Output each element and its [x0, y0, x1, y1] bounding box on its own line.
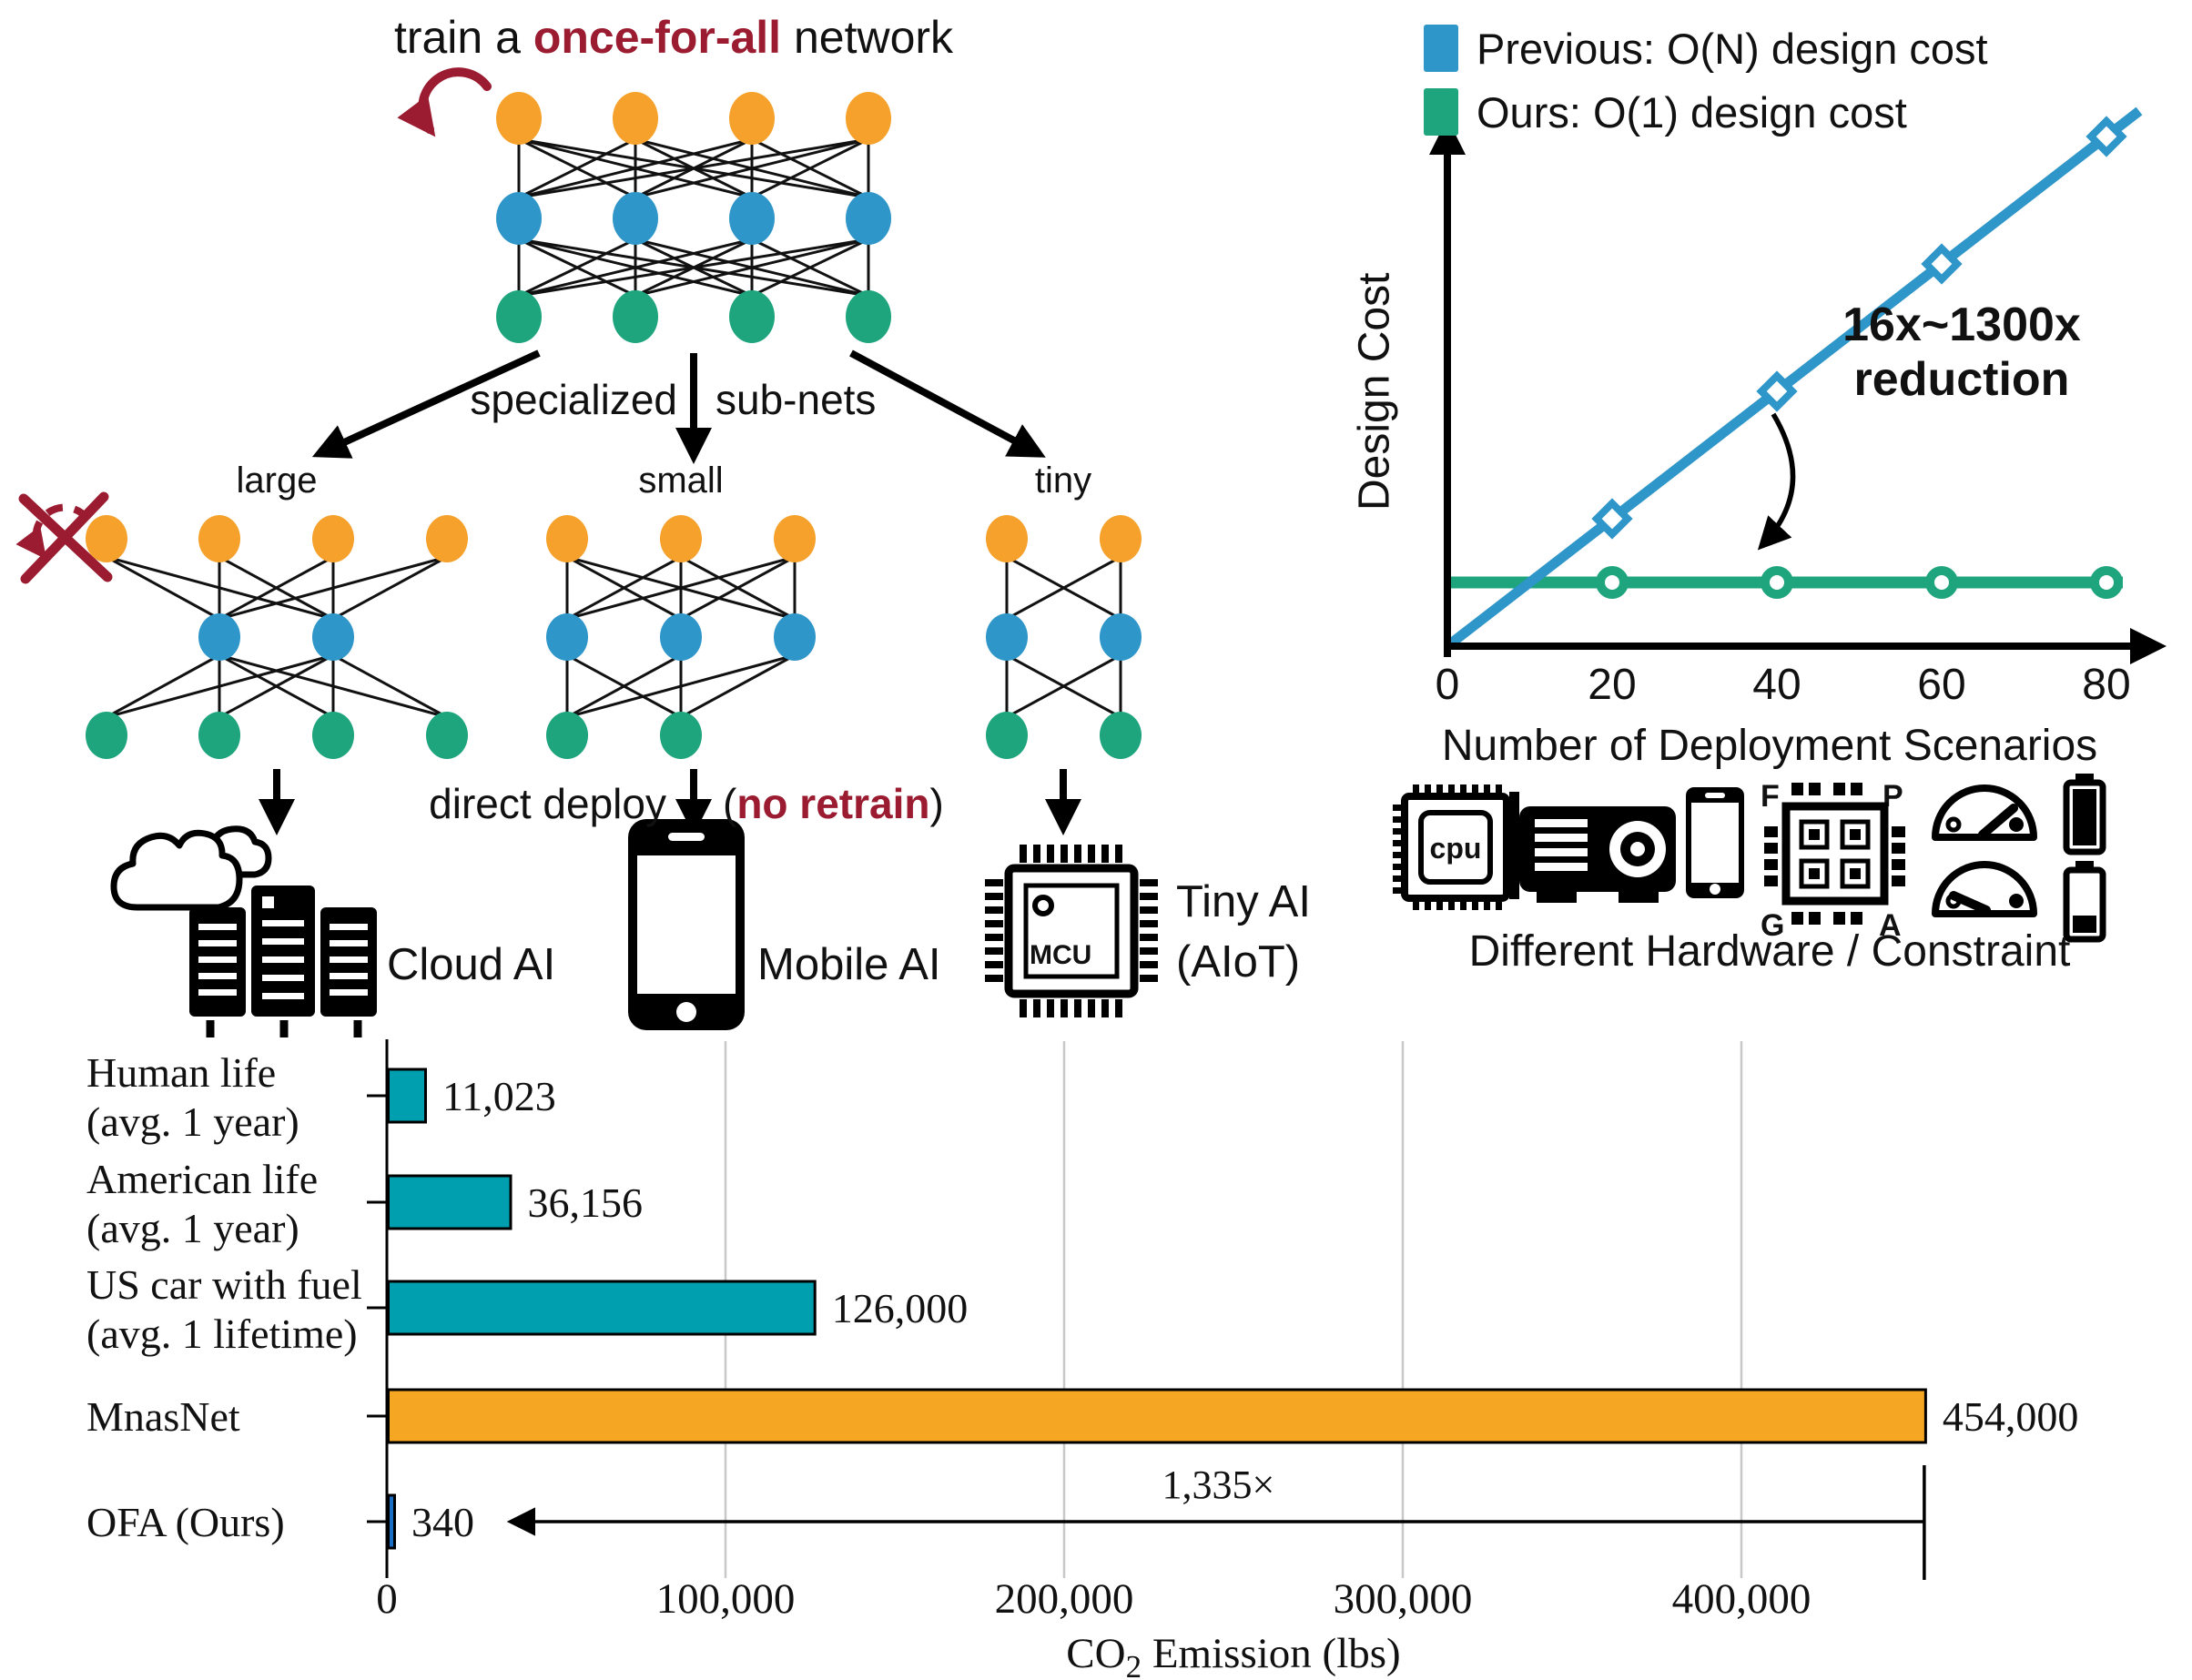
bar-x-tick-labels: 0 100,000 200,000 300,000 400,000 — [376, 1575, 1811, 1623]
specialize-arrows — [311, 349, 1046, 464]
fpga-letter-g: G — [1761, 908, 1784, 943]
label-large: large — [236, 460, 318, 501]
value-human-life: 11,023 — [442, 1073, 556, 1119]
hardware-caption: Different Hardware / Constraint — [1468, 927, 2071, 976]
design-cost-panel: 0 20 40 60 80 — [1347, 0, 2192, 1037]
ratio-label: 1,335× — [1162, 1462, 1275, 1507]
x-axis-label: Number of Deployment Scenarios — [1441, 722, 2098, 770]
value-ofa: 340 — [411, 1499, 474, 1545]
bar-y-ticks — [367, 1094, 387, 1523]
design-cost-svg: 0 20 40 60 80 — [1393, 106, 2167, 943]
bar-tick-300k: 300,000 — [1334, 1575, 1473, 1623]
tiny-ai-label: Tiny AI (AIoT) — [1176, 872, 1311, 992]
bar-ofa — [387, 1493, 396, 1550]
bar-tick-0: 0 — [376, 1575, 398, 1623]
legend-swatch-previous — [1424, 25, 1458, 72]
label-tiny: tiny — [1034, 460, 1092, 501]
bar-mnasnet — [387, 1388, 1927, 1444]
reduction-line2: reduction — [1853, 352, 2070, 406]
cloud-servers-icon — [110, 825, 377, 1037]
value-labels: 11,023 36,156 126,000 454,000 340 — [411, 1073, 2078, 1545]
arrow-to-tiny — [849, 349, 1046, 458]
co2-chart-panel: Human life (avg. 1 year) American life (… — [0, 1037, 2192, 1680]
reduction-arrow — [1757, 412, 1796, 551]
label-small: small — [638, 460, 724, 501]
tiny-ai-line1: Tiny AI — [1176, 877, 1311, 926]
fpga-icon: F P G A — [1761, 779, 1905, 943]
subnet-small — [546, 515, 816, 759]
category-labels: Human life (avg. 1 year) American life (… — [86, 1049, 372, 1545]
bars — [387, 1068, 1927, 1550]
x-tick-0: 0 — [1436, 661, 1460, 709]
legend-row-ours: Ours: O(1) design cost — [1424, 84, 1988, 140]
bar-tick-400k: 400,000 — [1672, 1575, 1811, 1623]
x-tick-labels: 0 20 40 60 80 — [1436, 661, 2131, 709]
paren-close: ) — [929, 780, 944, 827]
no-retrain-text: no retrain — [736, 780, 930, 827]
legend-label-ours: Ours: O(1) design cost — [1477, 87, 1907, 137]
cat-mnasnet: MnasNet — [86, 1393, 240, 1440]
no-retrain-caption: (no retrain) — [723, 779, 944, 828]
title-prefix: train a — [393, 12, 533, 63]
paren-open: ( — [723, 780, 737, 827]
y-axis-label: Design Cost — [1350, 272, 1399, 511]
tiny-ai-line2: (AIoT) — [1176, 937, 1301, 987]
cat-american-life: American life (avg. 1 year) — [86, 1156, 329, 1251]
fpga-letter-f: F — [1761, 779, 1780, 814]
bar-human-life — [387, 1068, 428, 1124]
left-diagram-panel: MCU train a once-for-all network special… — [0, 0, 1347, 1037]
bar-tick-200k: 200,000 — [995, 1575, 1134, 1623]
no-retrain-crossed-icon — [15, 491, 113, 584]
value-mnasnet: 454,000 — [1943, 1393, 2079, 1440]
mcu-chip-icon: MCU — [985, 845, 1158, 1017]
previous-on-markers — [1591, 116, 2127, 540]
bar-tick-100k: 100,000 — [656, 1575, 796, 1623]
x-tick-60: 60 — [1917, 661, 1965, 709]
left-diagram-svg: MCU — [15, 67, 1158, 1037]
cat-us-car: US car with fuel (avg. 1 lifetime) — [86, 1261, 372, 1357]
legend: Previous: O(N) design cost Ours: O(1) de… — [1424, 20, 1988, 147]
bar-american-life — [387, 1174, 512, 1230]
title-highlight: once-for-all — [533, 12, 782, 63]
deploy-arrows — [259, 769, 1081, 835]
legend-label-previous: Previous: O(N) design cost — [1477, 24, 1988, 73]
bar-us-car — [387, 1280, 817, 1336]
caption-subnets: sub-nets — [715, 376, 877, 423]
fpga-letter-a: A — [1879, 908, 1902, 943]
main-network — [496, 92, 891, 343]
phone-icon — [1686, 787, 1744, 898]
subnet-large — [86, 515, 468, 759]
previous-on-line — [1444, 106, 2143, 651]
cpu-label: cpu — [1430, 832, 1482, 865]
mobile-ai-label: Mobile AI — [757, 940, 941, 989]
value-american-life: 36,156 — [528, 1179, 644, 1226]
mcu-label: MCU — [1030, 940, 1091, 970]
reduction-annotation: 16x~1300x reduction — [1739, 299, 2185, 408]
value-us-car: 126,000 — [832, 1285, 969, 1331]
subnet-tiny — [986, 515, 1142, 759]
figure-title: train a once-for-all network — [55, 11, 1293, 64]
ours-o1-markers — [1596, 566, 2123, 599]
x-tick-80: 80 — [2082, 661, 2130, 709]
arrow-to-large — [311, 349, 541, 459]
cat-human-life: Human life (avg. 1 year) — [86, 1049, 299, 1145]
reduction-line1: 16x~1300x — [1842, 299, 2081, 351]
caption-specialized: specialized — [470, 376, 677, 423]
bar-x-axis-title: CO2 Emission (lbs) — [1066, 1630, 1400, 1680]
legend-swatch-ours — [1424, 88, 1458, 136]
speed-gauges-icon — [1932, 784, 2037, 917]
cat-ofa: OFA (Ours) — [86, 1499, 285, 1545]
battery-icons — [2063, 774, 2106, 943]
title-suffix: network — [781, 12, 954, 63]
retrain-loop-icon — [397, 67, 492, 137]
deploy-caption: direct deploy — [429, 780, 666, 827]
co2-chart-svg: Human life (avg. 1 year) American life (… — [86, 1039, 2078, 1680]
x-tick-20: 20 — [1588, 661, 1636, 709]
legend-row-previous: Previous: O(N) design cost — [1424, 20, 1988, 76]
x-tick-40: 40 — [1752, 661, 1801, 709]
gpu-icon — [1509, 792, 1676, 903]
cloud-ai-label: Cloud AI — [387, 940, 556, 989]
smartphone-icon — [628, 819, 745, 1030]
cpu-icon: cpu — [1393, 784, 1518, 910]
